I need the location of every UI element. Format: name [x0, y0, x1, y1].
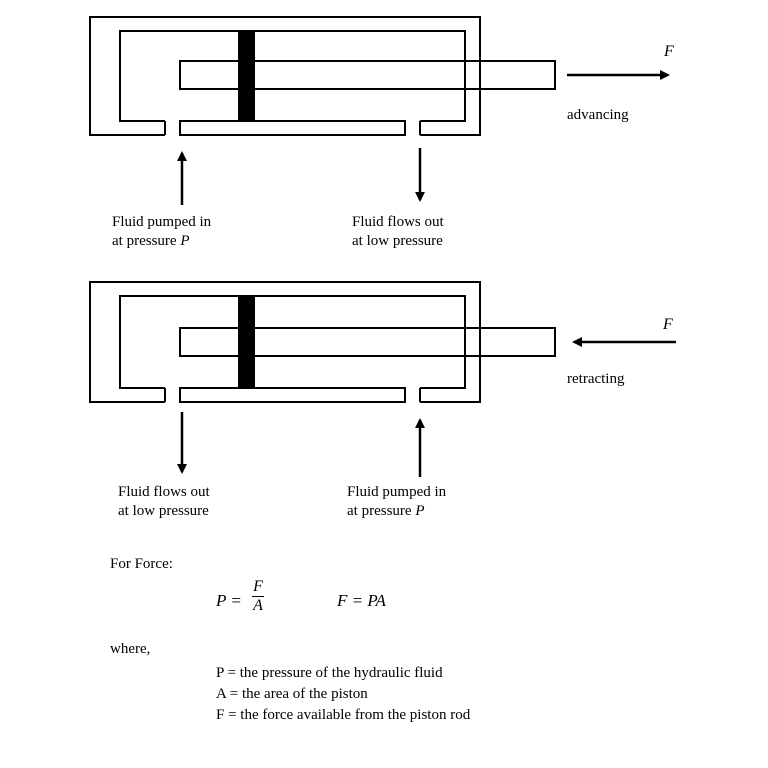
cylinder-inner-wall [119, 30, 466, 122]
definition-area: A = the area of the piston [216, 686, 368, 702]
outlet-label: Fluid flows out at low pressure [118, 484, 210, 519]
cylinder-inner-wall [119, 295, 466, 389]
cylinder-outer-wall [89, 16, 481, 136]
formula-heading: For Force: [110, 556, 173, 572]
direction-label: retracting [567, 371, 625, 387]
force-label: F [663, 316, 673, 333]
inlet-label: Fluid pumped in at pressure P [347, 484, 447, 519]
formula-lhs: P = [216, 591, 242, 610]
definition-force: F = the force available from the piston … [216, 707, 471, 723]
fraction-numerator: F [253, 578, 263, 595]
formula-second: F = PA [337, 591, 386, 610]
cylinder-retracting [89, 281, 556, 403]
formula-fraction: F A [252, 579, 264, 614]
outlet-label: Fluid flows out at low pressure [352, 214, 444, 249]
inlet-label: Fluid pumped in at pressure P [112, 214, 212, 249]
where-label: where, [110, 641, 151, 657]
piston-head [238, 296, 255, 388]
direction-label: advancing [567, 107, 629, 123]
cylinder-outer-wall [89, 281, 481, 403]
piston-head [238, 31, 255, 121]
piston-rod [179, 327, 556, 357]
cylinder-advancing [89, 16, 556, 136]
fraction-denominator: A [253, 597, 263, 614]
force-label: F [664, 43, 674, 60]
definition-pressure: P = the pressure of the hydraulic fluid [216, 665, 443, 681]
piston-rod [179, 60, 556, 90]
